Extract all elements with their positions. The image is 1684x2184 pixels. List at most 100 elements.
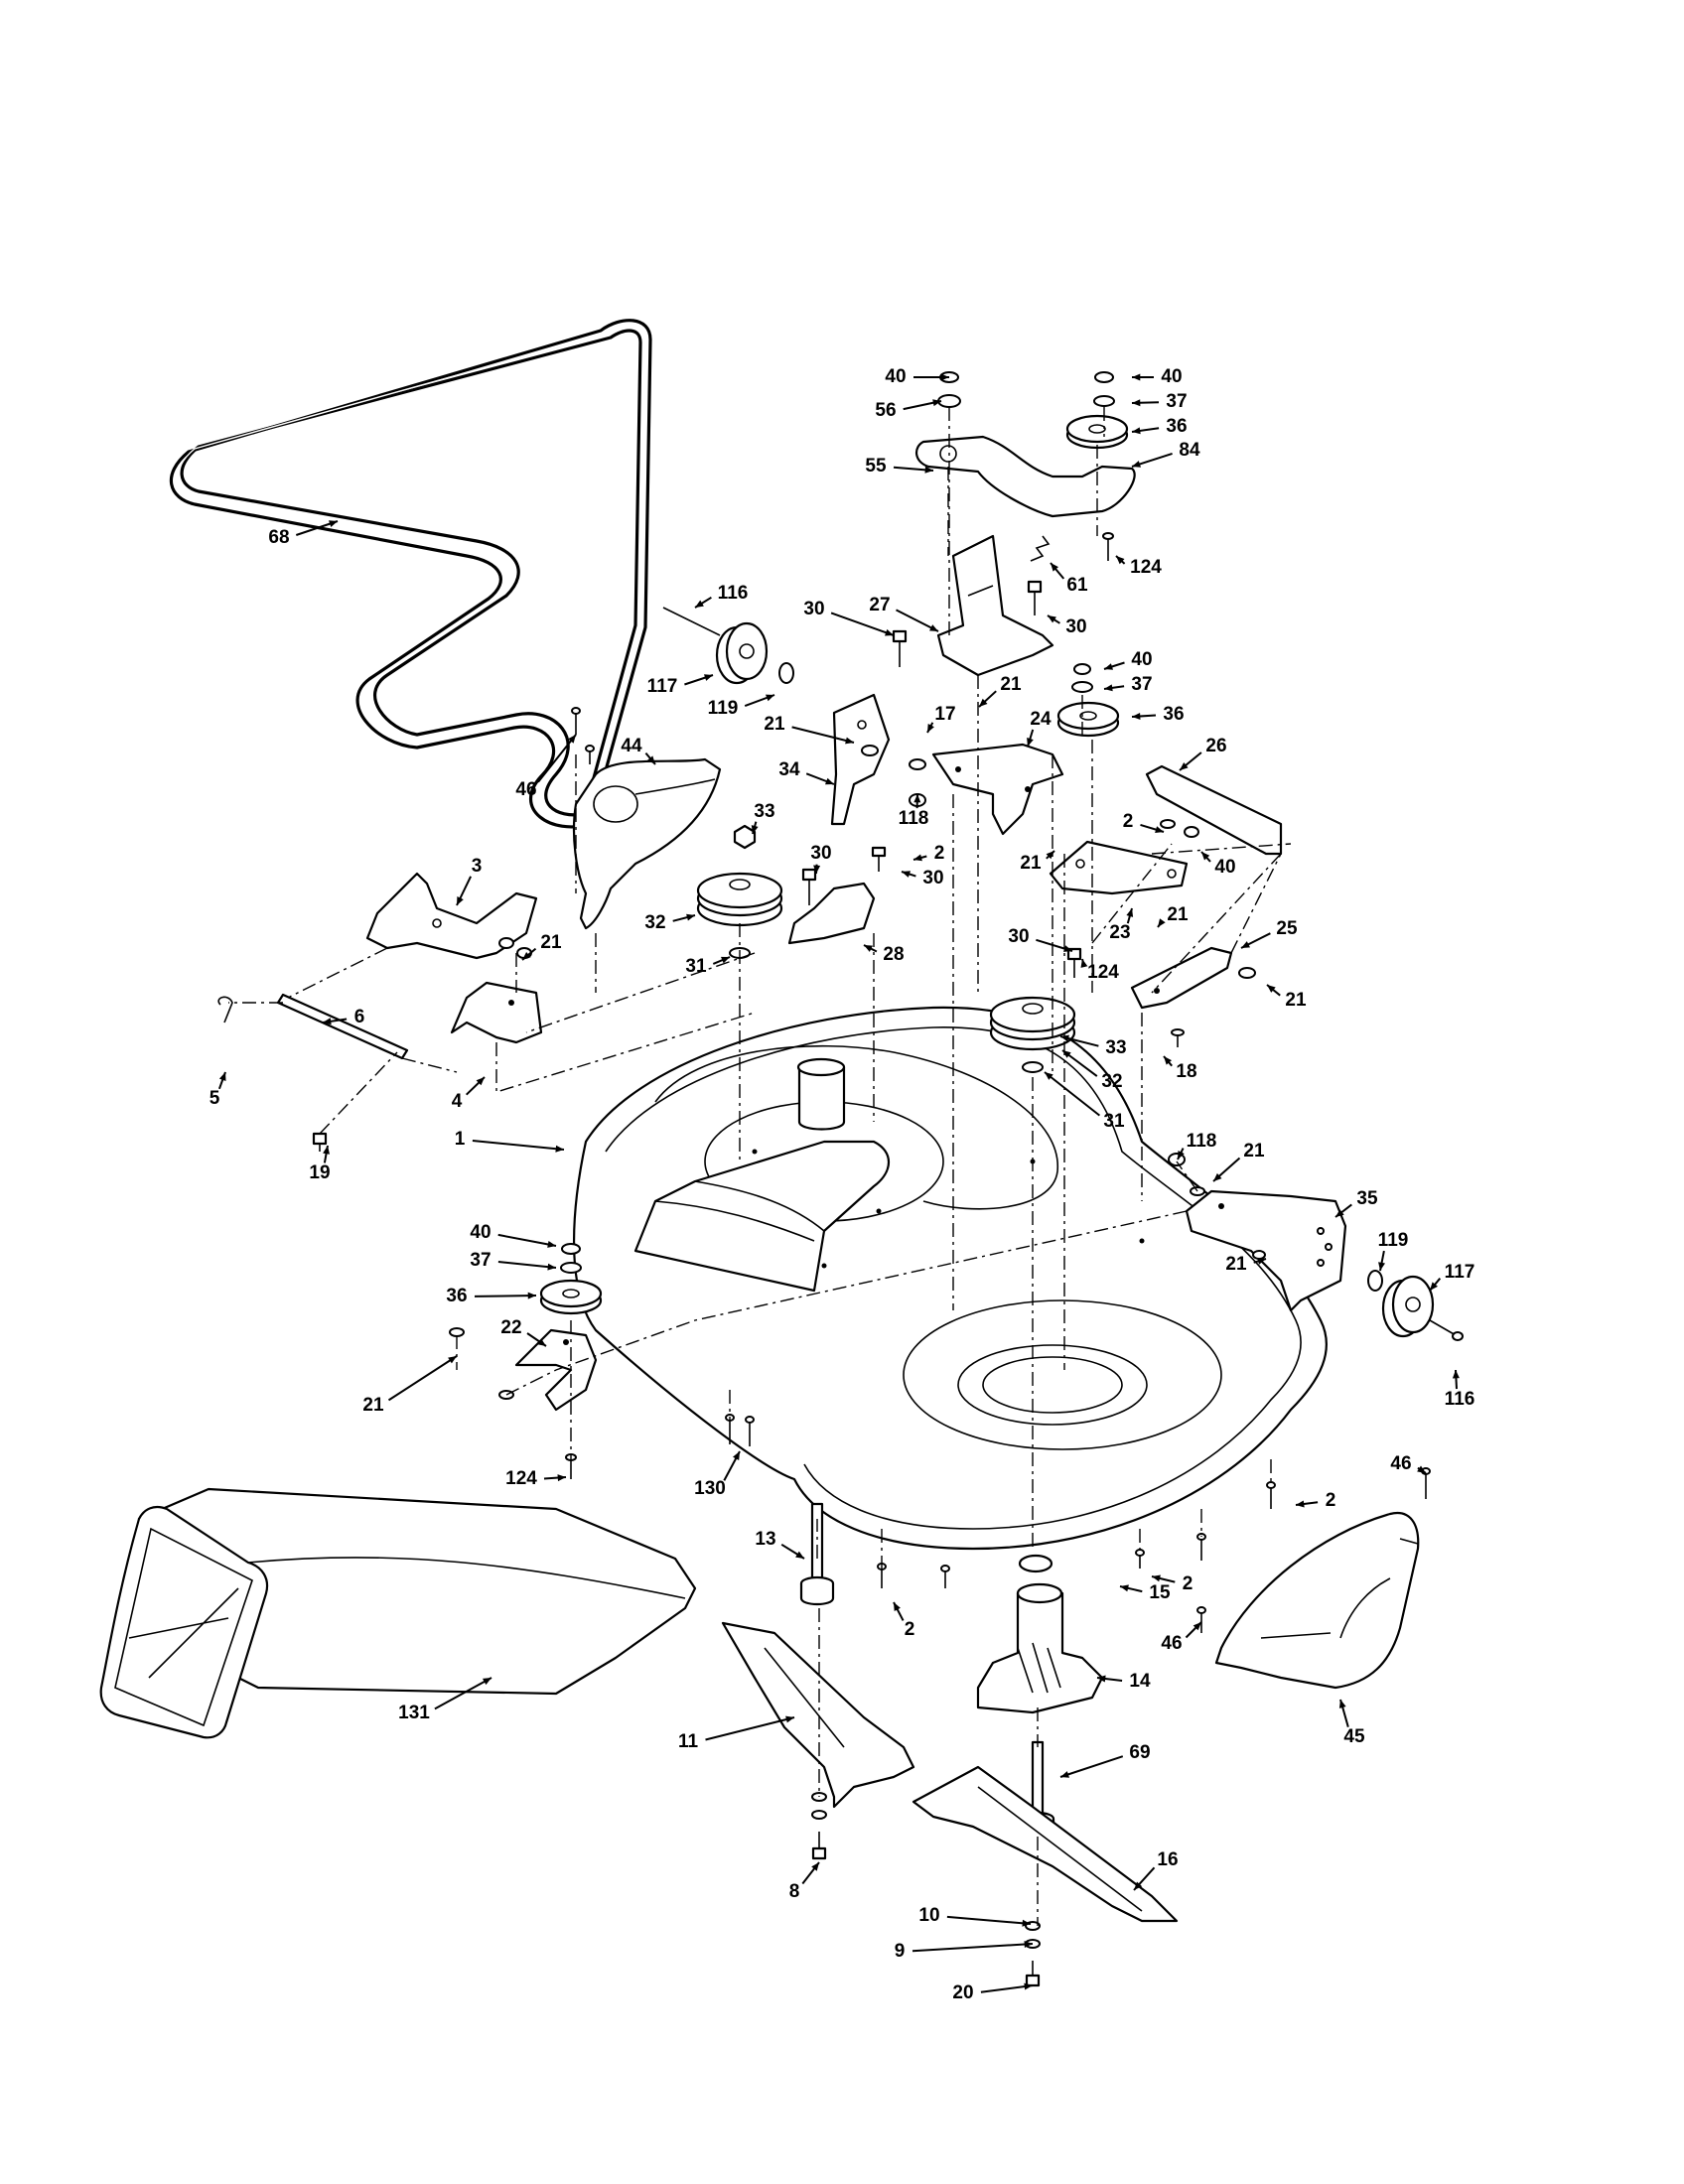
callout-number: 20 [952, 1982, 973, 2003]
leader-arrow [323, 1018, 332, 1025]
callout-number: 116 [1445, 1389, 1475, 1410]
bracket-34 [830, 693, 926, 826]
callout-number: 69 [1129, 1742, 1150, 1763]
callout-c68: 68 [268, 520, 339, 548]
callout-number: 124 [1087, 962, 1119, 983]
leader-arrow [733, 1451, 740, 1460]
plate-23 [1049, 840, 1189, 895]
callout-number: 68 [268, 527, 289, 548]
callout-c124b: 124 [1080, 958, 1119, 983]
leader-line [830, 612, 895, 636]
callout-c61: 61 [1050, 562, 1088, 596]
callout-c118a: 118 [899, 793, 928, 829]
leader-arrow [218, 1072, 226, 1081]
callout-c2e: 2 [1295, 1490, 1335, 1511]
rail-26 [1145, 764, 1283, 856]
callout-c30a: 30 [803, 599, 895, 636]
callout-c14: 14 [1096, 1671, 1151, 1692]
callout-c26: 26 [1179, 736, 1227, 771]
callout-number: 26 [1205, 736, 1226, 756]
callout-number: 37 [1166, 391, 1187, 412]
leader-arrow [457, 896, 464, 905]
blade-11 [721, 1621, 915, 1809]
leader-arrow [1063, 945, 1072, 952]
leader-arrow [1201, 852, 1210, 861]
callout-number: 61 [1066, 575, 1088, 596]
spindle-shaft-13 [799, 1502, 835, 1606]
callout-number: 33 [1105, 1037, 1126, 1058]
leader-line [387, 1355, 458, 1402]
callout-c31a: 31 [685, 956, 731, 977]
callout-c11: 11 [678, 1715, 795, 1752]
callout-number: 21 [1020, 853, 1042, 874]
callout-c2d: 2 [1151, 1573, 1193, 1594]
leader-arrow [1164, 1056, 1172, 1065]
callout-c5: 5 [210, 1071, 226, 1109]
leader-arrow [1045, 1072, 1053, 1080]
callout-c30d: 30 [901, 868, 944, 888]
leader-arrow [913, 794, 921, 803]
leader-arrow [1027, 738, 1034, 747]
bolt-30-a [892, 629, 908, 667]
callout-number: 14 [1129, 1671, 1151, 1692]
mower-deck-1 [572, 1006, 1328, 1551]
callout-c116a: 116 [694, 583, 748, 609]
callout-number: 40 [470, 1222, 491, 1243]
callout-c9: 9 [895, 1941, 1034, 1962]
callout-number: 30 [810, 843, 831, 864]
callout-number: 11 [678, 1731, 699, 1752]
callout-c36c: 36 [446, 1286, 537, 1306]
callout-number: 21 [1000, 674, 1022, 695]
leader-arrow [1180, 762, 1189, 770]
callout-c37b: 37 [1103, 674, 1153, 695]
callout-c28: 28 [863, 944, 905, 965]
bolts-46-left [571, 707, 595, 764]
callout-c23: 23 [1109, 907, 1134, 943]
callout-c2b: 2 [1123, 811, 1165, 833]
leader-arrow [929, 624, 938, 631]
leader-arrow [751, 825, 759, 834]
callout-number: 17 [934, 704, 955, 725]
callout-c84: 84 [1131, 440, 1200, 468]
callout-number: 18 [1176, 1061, 1196, 1082]
callout-number: 32 [1101, 1071, 1122, 1092]
leader-arrow [537, 1338, 546, 1346]
leader-arrow [483, 1678, 491, 1686]
callout-number: 4 [452, 1091, 463, 1112]
callout-number: 30 [1065, 616, 1086, 637]
leader-arrow [1097, 1675, 1106, 1683]
leader-arrow [568, 735, 576, 744]
callout-number: 37 [470, 1250, 491, 1271]
callout-c32a: 32 [644, 912, 696, 933]
spindle-housing-14 [976, 1554, 1104, 1714]
callout-c117b: 117 [1429, 1262, 1474, 1292]
callout-number: 36 [1163, 704, 1184, 725]
leader-arrow [1267, 985, 1276, 993]
callout-c36a: 36 [1131, 416, 1188, 437]
leader-arrow [1257, 1258, 1266, 1265]
leader-arrow [979, 698, 988, 707]
callout-number: 6 [354, 1007, 365, 1027]
callout-c40a: 40 [885, 366, 949, 387]
hardware-40-37-mid [1071, 663, 1093, 693]
leader-arrow [1051, 563, 1058, 572]
leader-arrow [1178, 1151, 1185, 1160]
callout-number: 40 [1161, 366, 1182, 387]
leader-arrow [1132, 427, 1141, 435]
callout-number: 28 [883, 944, 904, 965]
leader-arrow [766, 694, 774, 702]
bolts-130 [725, 1414, 755, 1446]
callout-c13: 13 [755, 1529, 805, 1560]
callout-number: 19 [309, 1162, 330, 1183]
leader-arrow [1062, 1050, 1071, 1058]
callout-c27: 27 [869, 595, 939, 632]
callout-c69: 69 [1059, 1742, 1151, 1778]
bracket-27 [936, 534, 1054, 677]
leader-arrow [522, 952, 531, 960]
callout-c40b: 40 [1132, 366, 1183, 387]
leader-arrow [1116, 556, 1125, 565]
callout-c56: 56 [875, 399, 942, 421]
leader-line [472, 1140, 565, 1151]
callout-number: 16 [1157, 1849, 1178, 1870]
callout-number: 30 [922, 868, 943, 888]
